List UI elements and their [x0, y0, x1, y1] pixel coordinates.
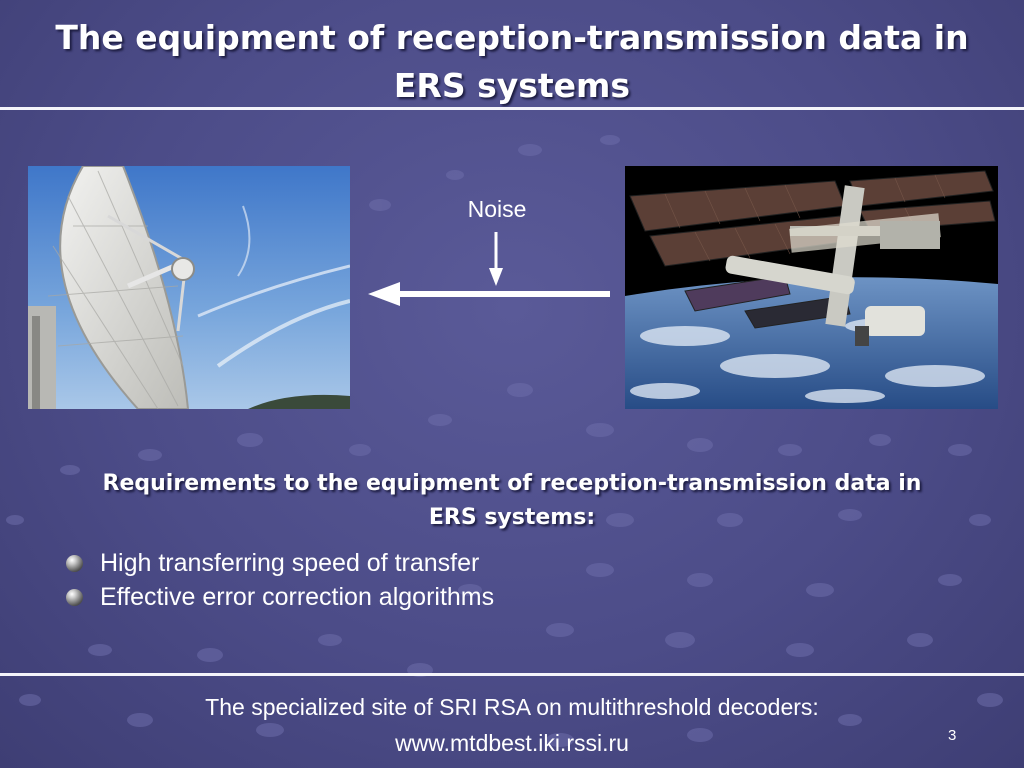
slide-title: The equipment of reception-transmission …	[0, 14, 1024, 110]
footer-url-link[interactable]: www.mtdbest.iki.rssi.ru	[395, 730, 629, 756]
requirements-heading: Requirements to the equipment of recepti…	[20, 467, 1004, 535]
bullet-icon	[66, 555, 83, 572]
title-divider	[0, 107, 1024, 110]
footer-divider	[0, 673, 1024, 676]
requirements-heading-line-2: ERS systems:	[428, 505, 596, 530]
list-item: Effective error correction algorithms	[66, 580, 494, 614]
requirements-list: High transferring speed of transfer Effe…	[66, 546, 494, 614]
list-item-text: High transferring speed of transfer	[100, 549, 480, 577]
signal-arrows	[368, 232, 610, 306]
page-number: 3	[948, 727, 957, 744]
transmission-arrow-head	[368, 282, 400, 306]
list-item-text: Effective error correction algorithms	[100, 583, 495, 611]
slide-title-line-1: The equipment of reception-transmission …	[55, 18, 969, 57]
slide-title-line-2: ERS systems	[393, 66, 631, 105]
noise-label: Noise	[467, 196, 527, 222]
requirements-heading-line-1: Requirements to the equipment of recepti…	[102, 471, 922, 496]
noise-arrow-head	[489, 268, 503, 286]
space-station-image	[625, 166, 998, 409]
bullet-icon	[66, 589, 83, 606]
list-item: High transferring speed of transfer	[66, 546, 494, 580]
satellite-dish-image	[28, 166, 350, 409]
footer-text: The specialized site of SRI RSA on multi…	[205, 694, 819, 720]
